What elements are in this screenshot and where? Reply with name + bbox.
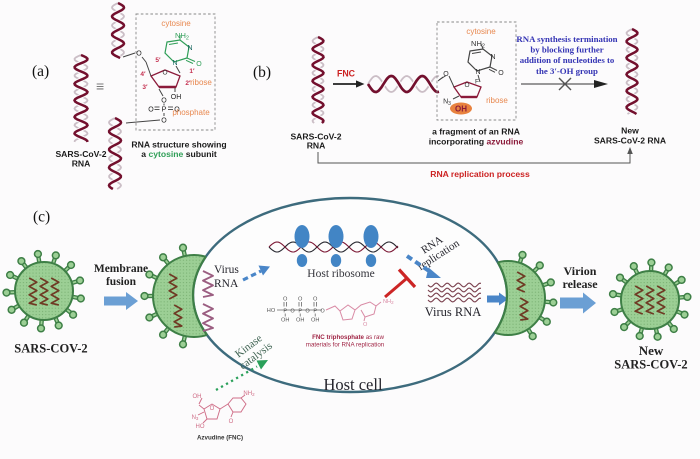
svg-text:RNA replication process: RNA replication process	[430, 169, 530, 179]
svg-text:Azvudine (FNC): Azvudine (FNC)	[197, 435, 243, 442]
svg-text:SARS-CoV-2: SARS-CoV-2	[55, 149, 106, 159]
svg-text:1′: 1′	[189, 68, 195, 75]
svg-text:F: F	[475, 79, 479, 86]
svg-text:N3: N3	[192, 415, 199, 421]
svg-text:ribose: ribose	[486, 96, 508, 105]
svg-text:(a): (a)	[32, 63, 49, 80]
svg-text:release: release	[562, 277, 598, 291]
svg-text:OH: OH	[296, 318, 304, 324]
svg-text:O: O	[443, 71, 449, 78]
svg-text:N: N	[490, 54, 495, 61]
svg-text:P: P	[283, 308, 287, 314]
svg-text:O: O	[148, 107, 154, 114]
svg-text:(c): (c)	[33, 209, 50, 226]
svg-text:O: O	[464, 82, 469, 89]
svg-text:HO: HO	[267, 308, 276, 314]
svg-text:cytosine: cytosine	[161, 19, 191, 28]
svg-text:O: O	[136, 51, 142, 58]
svg-text:Virus RNA: Virus RNA	[425, 305, 482, 319]
svg-text:O: O	[320, 308, 325, 314]
svg-text:OH: OH	[193, 394, 202, 400]
svg-text:RNA: RNA	[72, 159, 91, 169]
svg-text:a cytosine subunit: a cytosine subunit	[141, 149, 217, 159]
svg-text:O: O	[498, 70, 504, 77]
svg-text:O: O	[305, 308, 310, 314]
svg-text:New: New	[639, 343, 664, 358]
svg-text:P: P	[298, 308, 302, 314]
svg-text:O: O	[313, 297, 318, 303]
svg-text:FNC: FNC	[337, 69, 356, 79]
svg-text:OH: OH	[171, 94, 182, 101]
svg-text:NH2: NH2	[243, 391, 255, 397]
svg-text:O: O	[162, 70, 167, 77]
svg-text:FNC triphosphate as raw: FNC triphosphate as raw	[312, 334, 384, 341]
svg-text:RNA synthesis termination: RNA synthesis termination	[516, 34, 617, 44]
svg-text:phosphate: phosphate	[172, 108, 210, 117]
svg-text:materials for RNA replication: materials for RNA replication	[306, 342, 385, 349]
svg-text:fusion: fusion	[106, 276, 137, 288]
svg-text:New: New	[621, 126, 639, 136]
svg-text:(b): (b)	[253, 64, 271, 81]
svg-text:5′: 5′	[155, 57, 161, 64]
svg-text:cytosine: cytosine	[466, 27, 496, 36]
svg-text:RNA: RNA	[214, 278, 239, 290]
svg-text:P: P	[161, 105, 166, 114]
svg-text:ribose: ribose	[190, 78, 212, 87]
svg-text:O: O	[210, 406, 215, 412]
svg-text:P: P	[313, 308, 317, 314]
svg-text:N: N	[475, 69, 480, 76]
svg-text:N: N	[172, 60, 177, 67]
svg-text:the 3′-OH group: the 3′-OH group	[536, 66, 598, 76]
svg-text:incorporating azvudine: incorporating azvudine	[429, 137, 524, 147]
svg-text:4′: 4′	[140, 71, 146, 78]
svg-text:O: O	[290, 308, 295, 314]
svg-text:RNA structure showing: RNA structure showing	[131, 140, 226, 150]
svg-text:Virion: Virion	[564, 264, 597, 278]
svg-text:OH: OH	[455, 105, 467, 114]
svg-text:O: O	[196, 61, 202, 68]
svg-text:SARS-CoV-2 RNA: SARS-CoV-2 RNA	[594, 136, 666, 146]
svg-text:O: O	[283, 297, 288, 303]
svg-text:SARS-COV-2: SARS-COV-2	[14, 342, 87, 356]
svg-text:O: O	[229, 419, 234, 425]
svg-text:Host ribosome: Host ribosome	[307, 268, 374, 280]
svg-text:OH: OH	[281, 318, 289, 324]
svg-text:≡: ≡	[96, 78, 104, 94]
svg-text:SARS-COV-2: SARS-COV-2	[614, 358, 687, 372]
svg-text:3′: 3′	[142, 84, 148, 91]
svg-text:Membrane: Membrane	[94, 263, 148, 275]
svg-text:Virus: Virus	[214, 264, 239, 276]
svg-text:RNA: RNA	[307, 141, 326, 151]
svg-text:O: O	[161, 98, 167, 105]
svg-text:NH2: NH2	[383, 299, 394, 305]
svg-text:O: O	[363, 322, 368, 328]
svg-text:O: O	[161, 118, 167, 125]
svg-text:by blocking further: by blocking further	[530, 45, 603, 55]
svg-text:OH: OH	[311, 318, 319, 324]
svg-text:O: O	[298, 297, 303, 303]
svg-text:addition of nucleotides to: addition of nucleotides to	[520, 55, 615, 65]
svg-text:HO: HO	[196, 424, 205, 430]
svg-text:a fragment of an RNA: a fragment of an RNA	[432, 127, 520, 137]
svg-text:Host cell: Host cell	[323, 375, 383, 394]
svg-text:N: N	[187, 45, 192, 52]
